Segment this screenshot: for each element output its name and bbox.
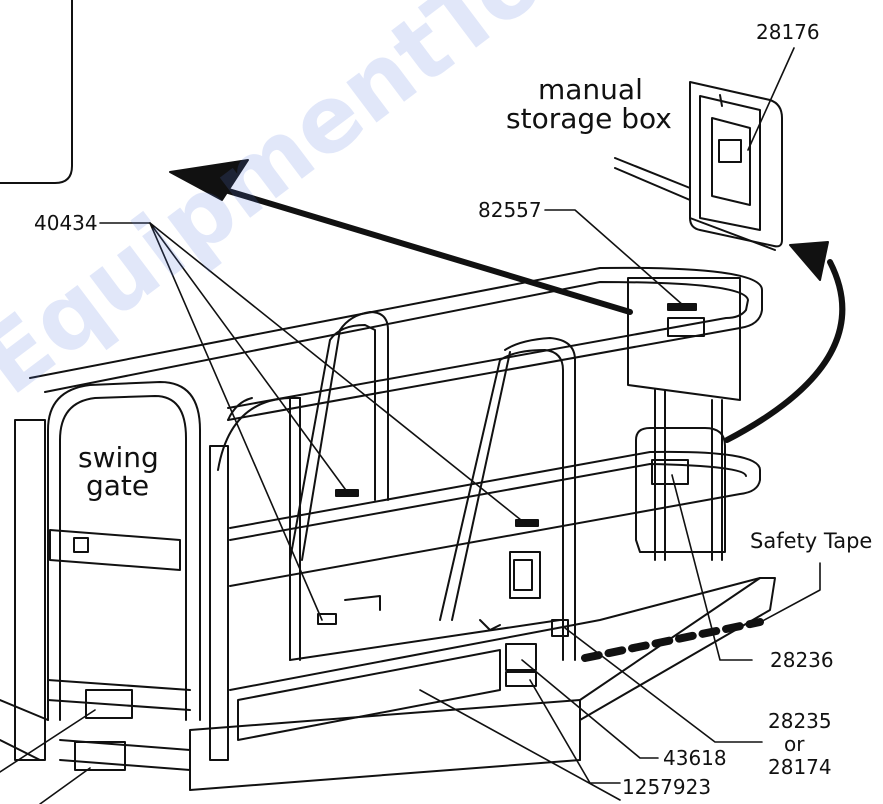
- label-40434: 40434: [34, 211, 98, 235]
- direction-arrow-head: [169, 159, 249, 201]
- top-rail: [29, 266, 763, 421]
- label-43618: 43618: [663, 746, 727, 770]
- label-manual-line2: storage box: [506, 102, 672, 135]
- label-1257923: 1257923: [622, 775, 712, 799]
- leader-lines: [0, 47, 821, 804]
- platform-frame: [59, 397, 776, 791]
- label-safety-tape: Safety Tape: [750, 529, 873, 553]
- label-28174: 28174: [768, 755, 832, 779]
- label-or: or: [784, 732, 805, 756]
- label-28236: 28236: [770, 648, 834, 672]
- rear-panel: [627, 277, 741, 401]
- label-swing-gate-line1: swing: [78, 441, 159, 474]
- uprights: [289, 311, 723, 661]
- label-28176: 28176: [756, 20, 820, 44]
- safety-tape: [581, 618, 764, 662]
- swing-gate: [0, 381, 201, 761]
- storage-box-mounted: [635, 427, 726, 553]
- label-manual-line1: manual: [538, 73, 643, 106]
- callout-box-edge: [0, 0, 73, 184]
- decals: [74, 303, 697, 771]
- label-28235: 28235: [768, 709, 832, 733]
- platform-floor: [229, 577, 761, 691]
- storage-box-exploded: [614, 81, 783, 251]
- curved-arrow-head: [789, 241, 829, 281]
- control-box: [509, 551, 541, 599]
- label-82557: 82557: [478, 198, 542, 222]
- label-swing-gate-line2: gate: [86, 469, 150, 502]
- direction-arrow-shaft: [212, 184, 633, 315]
- curved-arrow-shaft: [724, 259, 846, 443]
